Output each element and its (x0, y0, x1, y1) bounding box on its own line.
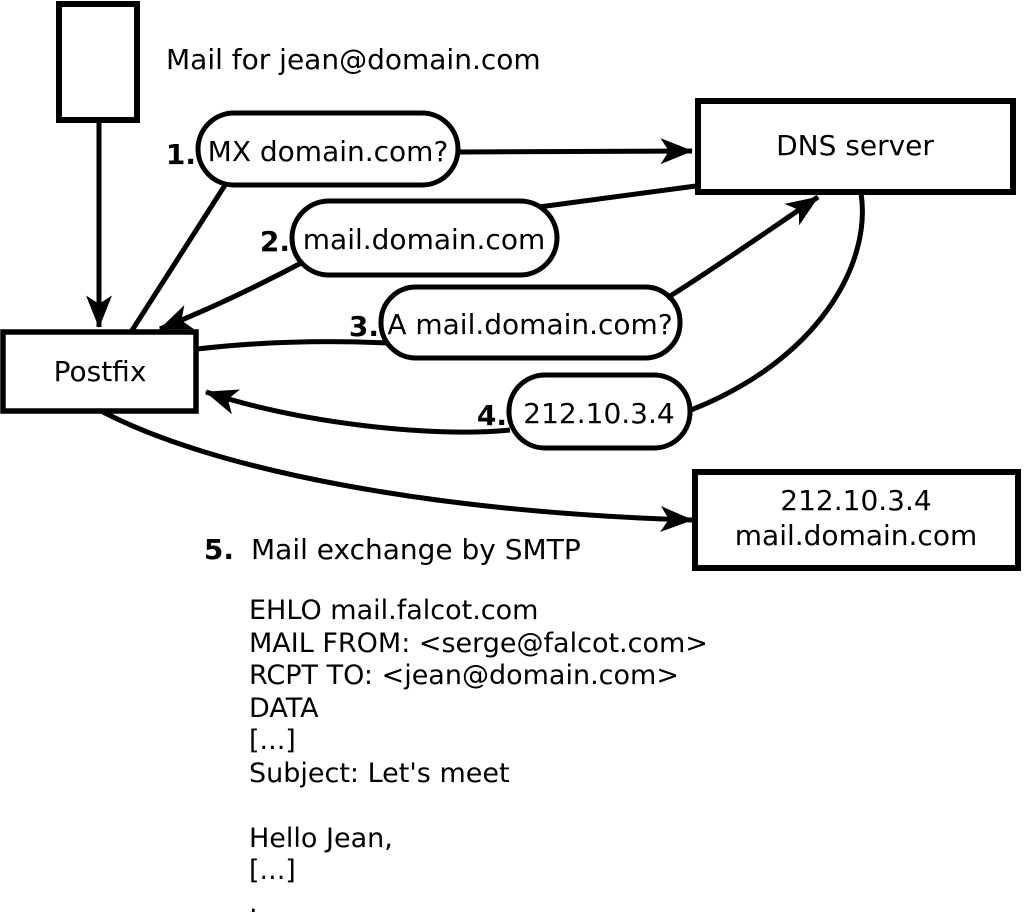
step-1-number: 1. (166, 138, 196, 171)
step-4-label: 212.10.3.4 (523, 397, 674, 430)
smtp-session-text: EHLO mail.falcot.com MAIL FROM: <serge@f… (249, 595, 708, 919)
connector-postfix-to-a-query-bubble (196, 339, 388, 352)
dns-server-box (695, 98, 1016, 195)
step-2-bubble (289, 198, 560, 278)
step-5-label: Mail exchange by SMTP (251, 533, 581, 566)
step-1-bubble (195, 110, 461, 188)
step-3-number: 3. (349, 310, 379, 343)
connector-postfix-to-mx-bubble (128, 180, 230, 334)
mail-note-label: Mail for jean@domain.com (166, 43, 541, 76)
arrow-mx-query-to-dns (459, 138, 693, 165)
arrow-a-query-to-dns (665, 194, 820, 301)
step-5-number: 5. (204, 533, 234, 566)
step-2-number: 2. (260, 225, 290, 258)
step-4-bubble (506, 372, 693, 451)
postfix-label: Postfix (54, 355, 147, 388)
mailserver-host-label: mail.domain.com (735, 519, 977, 552)
dns-server-label: DNS server (776, 129, 934, 162)
mailserver-box (692, 469, 1021, 571)
connector-dns-to-mx-answer-bubble (538, 183, 697, 210)
step-3-label: A mail.domain.com? (387, 308, 672, 341)
arrow-mx-answer-to-postfix (159, 259, 305, 332)
connector-dns-to-a-answer-bubble (690, 192, 865, 413)
step-4-number: 4. (477, 399, 507, 432)
mailserver-ip-label: 212.10.3.4 (780, 484, 931, 517)
step-2-label: mail.domain.com (303, 223, 545, 256)
arrow-smtp-to-mailserver (101, 409, 693, 533)
step-1-label: MX domain.com? (208, 135, 449, 168)
envelope-icon (56, 1, 140, 123)
postfix-box (0, 329, 199, 414)
step-3-bubble (378, 284, 683, 361)
arrow-a-answer-to-postfix (205, 389, 511, 435)
